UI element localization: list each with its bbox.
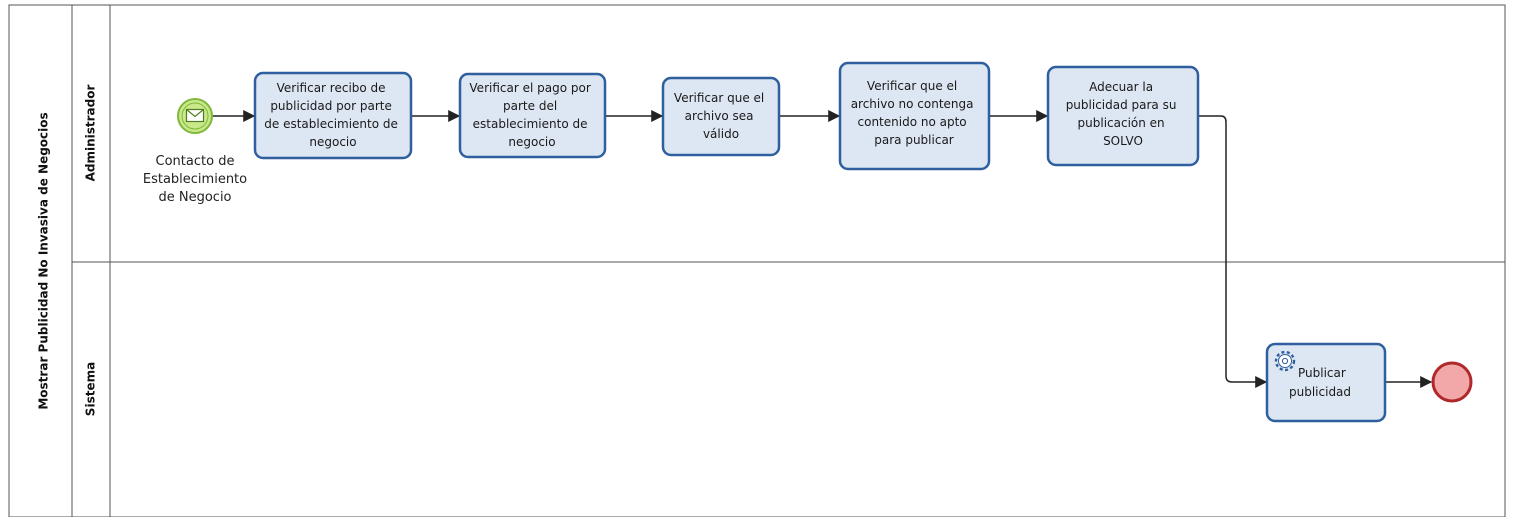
sequence-flows	[213, 110, 1433, 388]
task-label-line: negocio	[508, 135, 555, 149]
task-label-line: archivo no contenga	[851, 97, 974, 111]
start-event-label-line-1: Contacto de	[156, 154, 235, 169]
task-label-line: establecimiento de	[473, 117, 588, 131]
task-label: Verificar el pago por parte del establec…	[469, 81, 594, 149]
lane-sistema: Sistema	[84, 362, 98, 416]
task-label-line: Adecuar la	[1089, 80, 1153, 94]
task-label-line: Verificar que el	[867, 79, 957, 93]
task-verificar-recibo[interactable]: Verificar recibo de publicidad por parte…	[253, 71, 413, 160]
lane-label-administrador: Administrador	[84, 85, 98, 182]
task-label-line: Verificar recibo de	[277, 81, 386, 95]
task-label-line: válido	[703, 127, 739, 141]
task-verificar-archivo-valido[interactable]: Verificar que el archivo sea válido	[661, 76, 781, 157]
task-label-line: contenido no apto	[858, 115, 967, 129]
task-label-line: Verificar que el	[674, 91, 764, 105]
end-event[interactable]	[1431, 361, 1473, 403]
task-label-line: de establecimiento de	[264, 117, 398, 131]
pool-title: Mostrar Publicidad No Invasiva de Negoci…	[37, 112, 51, 409]
lane-administrador: Administrador	[84, 85, 98, 182]
start-event-label-line-3: de Negocio	[158, 190, 231, 205]
start-event-label-line-2: Establecimiento	[143, 172, 247, 187]
task-label: Verificar que el archivo no contenga con…	[851, 79, 978, 147]
task-adecuar-publicidad[interactable]: Adecuar la publicidad para su publicació…	[1046, 65, 1200, 167]
task-label-line: publicidad	[1289, 385, 1351, 399]
flow-t5-to-t6	[1198, 115, 1268, 388]
task-verificar-contenido-apto[interactable]: Verificar que el archivo no contenga con…	[838, 61, 991, 171]
task-label-line: archivo sea	[685, 109, 754, 123]
task-label-line: negocio	[309, 135, 356, 149]
task-verificar-pago[interactable]: Verificar el pago por parte del establec…	[458, 72, 607, 159]
task-label: Verificar recibo de publicidad por parte…	[264, 81, 401, 149]
task-label: Adecuar la publicidad para su publicació…	[1066, 80, 1181, 148]
task-label-line: parte del	[503, 99, 557, 113]
gear-icon	[1274, 350, 1296, 372]
task-label: Publicar publicidad	[1289, 366, 1351, 399]
task-label-line: publicidad por parte	[270, 99, 392, 113]
task-label: Verificar que el archivo sea válido	[674, 91, 768, 141]
task-label-line: publicidad para su	[1066, 98, 1177, 112]
task-publicar-publicidad[interactable]: Publicar publicidad	[1265, 342, 1387, 423]
task-label-line: Publicar	[1298, 366, 1346, 380]
lane-label-sistema: Sistema	[84, 362, 98, 416]
task-label-line: para publicar	[874, 133, 954, 147]
task-label-line: publicación en	[1078, 116, 1165, 130]
envelope-icon	[185, 108, 205, 123]
task-label-line: Verificar el pago por	[469, 81, 590, 95]
task-label-line: SOLVO	[1103, 134, 1143, 148]
start-event[interactable]	[177, 98, 213, 134]
